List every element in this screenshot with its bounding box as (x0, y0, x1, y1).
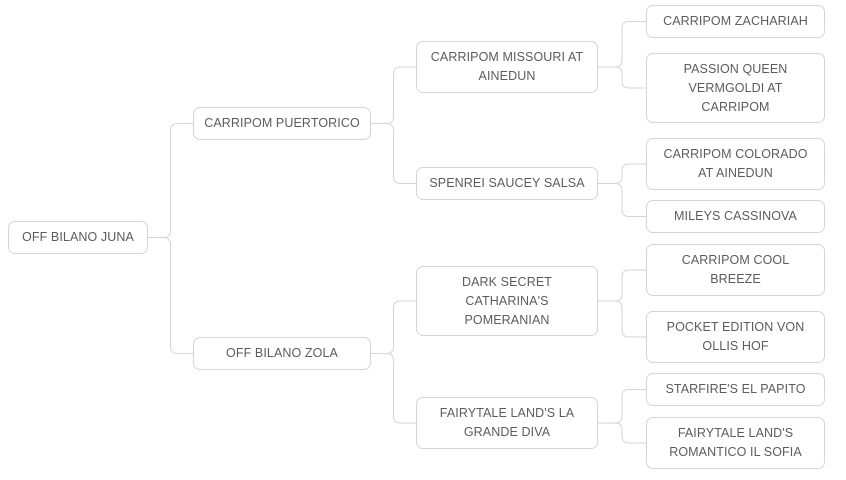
node-label: FAIRYTALE LAND'S ROMANTICO IL SOFIA (669, 426, 802, 459)
connector-g2_sire-to-g3_a (371, 66, 416, 124)
node-label: PASSION QUEEN VERMGOLDI AT CARRIPOM (683, 61, 788, 114)
node-label: DARK SECRET CATHARINA'S POMERANIAN (461, 274, 552, 327)
connector-g3_c-to-g4_f (598, 300, 646, 338)
node-g2-dam[interactable]: OFF BILANO ZOLA (193, 337, 371, 370)
node-g4-b[interactable]: PASSION QUEEN VERMGOLDI AT CARRIPOM (646, 53, 825, 123)
node-g4-g[interactable]: STARFIRE'S EL PAPITO (646, 373, 825, 406)
node-g3-c[interactable]: DARK SECRET CATHARINA'S POMERANIAN (416, 266, 598, 336)
node-g3-d[interactable]: FAIRYTALE LAND'S LA GRANDE DIVA (416, 397, 598, 449)
node-label: POCKET EDITION VON OLLIS HOF (666, 320, 805, 353)
node-g3-b[interactable]: SPENREI SAUCEY SALSA (416, 167, 598, 200)
node-label: MILEYS CASSINOVA (674, 209, 797, 223)
node-label: CARRIPOM PUERTORICO (204, 116, 360, 130)
node-g3-a[interactable]: CARRIPOM MISSOURI AT AINEDUN (416, 41, 598, 93)
node-label: CARRIPOM MISSOURI AT AINEDUN (430, 50, 584, 83)
connector-g3_b-to-g4_c (598, 163, 646, 184)
node-g2-sire[interactable]: CARRIPOM PUERTORICO (193, 107, 371, 140)
node-label: CARRIPOM ZACHARIAH (663, 14, 808, 28)
node-g4-e[interactable]: CARRIPOM COOL BREEZE (646, 244, 825, 296)
node-label: OFF BILANO JUNA (22, 230, 134, 244)
node-label: FAIRYTALE LAND'S LA GRANDE DIVA (439, 406, 575, 439)
connector-g3_d-to-g4_g (598, 389, 646, 424)
node-g4-a[interactable]: CARRIPOM ZACHARIAH (646, 5, 825, 38)
connector-g2_dam-to-g3_c (371, 300, 416, 354)
node-g4-h[interactable]: FAIRYTALE LAND'S ROMANTICO IL SOFIA (646, 417, 825, 469)
connector-g3_b-to-g4_d (598, 183, 646, 217)
node-label: OFF BILANO ZOLA (226, 346, 338, 360)
node-label: SPENREI SAUCEY SALSA (429, 176, 585, 190)
connector-g3_a-to-g4_a (598, 21, 646, 68)
connector-g3_a-to-g4_b (598, 66, 646, 89)
node-g4-d[interactable]: MILEYS CASSINOVA (646, 200, 825, 233)
connector-root-to-g2_sire (148, 123, 193, 238)
node-g4-f[interactable]: POCKET EDITION VON OLLIS HOF (646, 311, 825, 363)
node-root[interactable]: OFF BILANO JUNA (8, 221, 148, 254)
node-label: CARRIPOM COOL BREEZE (681, 253, 790, 286)
connector-g2_dam-to-g3_d (371, 353, 416, 424)
node-label: STARFIRE'S EL PAPITO (665, 382, 806, 396)
connector-g2_sire-to-g3_b (371, 123, 416, 184)
connector-g3_d-to-g4_h (598, 422, 646, 444)
connector-g3_c-to-g4_e (598, 269, 646, 302)
node-g4-c[interactable]: CARRIPOM COLORADO AT AINEDUN (646, 138, 825, 190)
connector-root-to-g2_dam (148, 237, 193, 354)
node-label: CARRIPOM COLORADO AT AINEDUN (663, 147, 808, 180)
